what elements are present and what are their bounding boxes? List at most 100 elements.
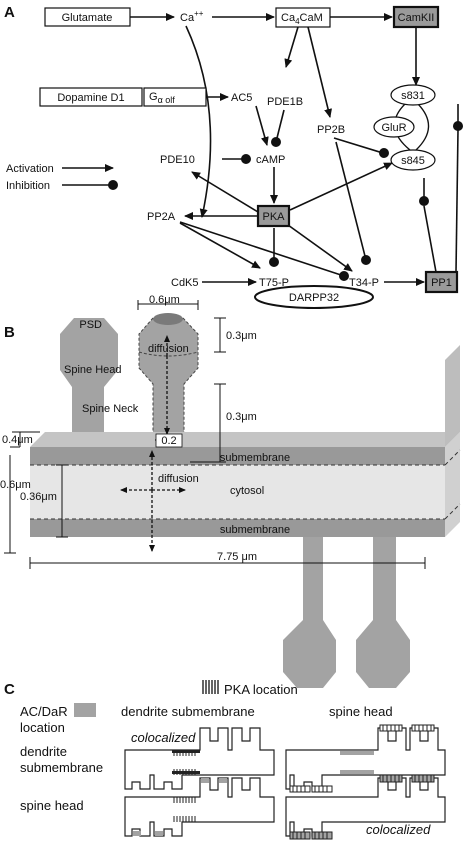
inhibition-dot (338, 270, 349, 281)
pde10-label: PDE10 (160, 154, 195, 166)
pka-location-label: PKA location (224, 682, 298, 697)
edge-pka-t34p (287, 224, 353, 272)
glur-link-right (415, 103, 430, 151)
spine-left (60, 318, 118, 462)
dim-02-box (155, 433, 183, 448)
inhibition-dot (360, 255, 371, 266)
edge-pp1-s845 (423, 205, 437, 273)
submembrane-top-band (30, 447, 445, 465)
s831-node (390, 84, 436, 106)
dim-036-label: 0.36μm (20, 491, 57, 503)
acdar-head (155, 831, 163, 836)
schematic-spine-spine (285, 774, 446, 840)
panel-c: C PKA location AC/DaR location dendrite … (4, 680, 446, 840)
acdar-head (201, 778, 209, 783)
acdar-label-2: location (20, 720, 65, 735)
legend-inhibition-label: Inhibition (6, 180, 50, 192)
panel-b: B PSD Spine Head Spine Neck diffusion (0, 294, 461, 688)
darpp32-node (254, 285, 374, 309)
galpha-label: Gα olf (149, 91, 175, 105)
edge-pde1b-camp (276, 109, 285, 139)
dendrite-outline (124, 777, 275, 837)
panel-c-label: C (4, 681, 15, 698)
row-dendrite-label-1: dendrite (20, 744, 67, 759)
dopamine-box (39, 87, 143, 107)
activation-edges (62, 13, 425, 286)
schematic-dend-dend (124, 727, 275, 790)
inhibition-dot (378, 148, 389, 159)
spine-dashed-outline (138, 317, 199, 462)
dendrite-top-face (30, 432, 460, 447)
col-header-spine: spine head (329, 704, 393, 719)
t75p-label: T75-P (259, 277, 289, 289)
inhibition-dot (108, 180, 119, 191)
side-dash-top (444, 449, 461, 466)
acdar-label-1: AC/DaR (20, 704, 68, 719)
edge-pp2a-t34p (179, 221, 345, 277)
side-dash-bottom (444, 503, 461, 520)
inhibition-dot (268, 256, 279, 267)
galpha-box (143, 87, 207, 107)
edge-pp1-s831 (455, 129, 459, 273)
dim-03b-label: 0.3μm (226, 411, 257, 423)
edge-pp2b-s845 (333, 137, 387, 155)
pka-label: PKA (262, 211, 285, 223)
schematic-spine-dend (285, 724, 446, 793)
diffusion-spine-label: diffusion (148, 343, 189, 355)
panel-a-label: A (4, 4, 15, 21)
glur-label: GluR (381, 122, 406, 134)
dim-03a-label: 0.3μm (226, 330, 257, 342)
dopamine-label: Dopamine D1 (57, 92, 124, 104)
spine-lower-right (356, 537, 410, 688)
spine-neck-label: Spine Neck (82, 403, 139, 415)
panel-a: A (4, 4, 463, 309)
cytosol-band (30, 465, 445, 519)
colocalized-label-2: colocalized (366, 822, 431, 837)
pp2a-label: PP2A (147, 211, 176, 223)
psd-label: PSD (79, 319, 102, 331)
legend-activation-label: Activation (6, 163, 54, 175)
pka-head (289, 785, 311, 793)
camp-label: cAMP (256, 154, 285, 166)
edge-pp2b-t34p (335, 141, 367, 261)
submembrane-bottom-band (30, 519, 445, 537)
col-header-dendrite: dendrite submembrane (121, 704, 255, 719)
pde1b-label: PDE1B (267, 96, 303, 108)
acdar-head (133, 831, 141, 836)
dendrite-outline (124, 727, 275, 790)
dendrite-side-face (445, 345, 460, 447)
s845-label: s845 (401, 155, 425, 167)
acdar-band-top (340, 751, 374, 755)
coloc-head (311, 831, 333, 840)
psd (153, 313, 183, 325)
ac5-label: AC5 (231, 92, 252, 104)
inhibition-dot (270, 137, 281, 148)
darpp32-label: DARPP32 (289, 292, 339, 304)
ca-label: Ca++ (180, 9, 204, 24)
edge-pka-pde10 (191, 171, 259, 213)
dendrite-side (445, 432, 460, 537)
spine-lower-left (283, 537, 336, 688)
pp2b-label: PP2B (317, 124, 345, 136)
dim-02-label: 0.2 (161, 435, 176, 447)
dim-04-label: 0.4μm (2, 434, 33, 446)
edge-pka-s845 (289, 162, 393, 211)
inhibition-edges (62, 104, 463, 281)
submembrane-bottom-label: submembrane (220, 524, 290, 536)
diffusion-cytosol-label: diffusion (158, 473, 199, 485)
inhibition-dot (418, 196, 429, 207)
cytosol-label: cytosol (230, 485, 264, 497)
edge-pp2a-t75p (179, 222, 261, 269)
pka-location-legend-icon (202, 680, 219, 694)
cytosol-diffusion-arrows (120, 450, 186, 552)
panel-b-label: B (4, 324, 15, 341)
glutamate-box (44, 7, 131, 27)
edge-ac5-camp (255, 105, 269, 146)
spine-center (139, 318, 198, 462)
submembrane-top-label: submembrane (220, 452, 290, 464)
dim-775-label: 7.75 μm (217, 551, 257, 563)
pka-head (311, 785, 333, 793)
s845-node (390, 149, 436, 171)
edge-ca4cam-pde1b (284, 26, 299, 68)
